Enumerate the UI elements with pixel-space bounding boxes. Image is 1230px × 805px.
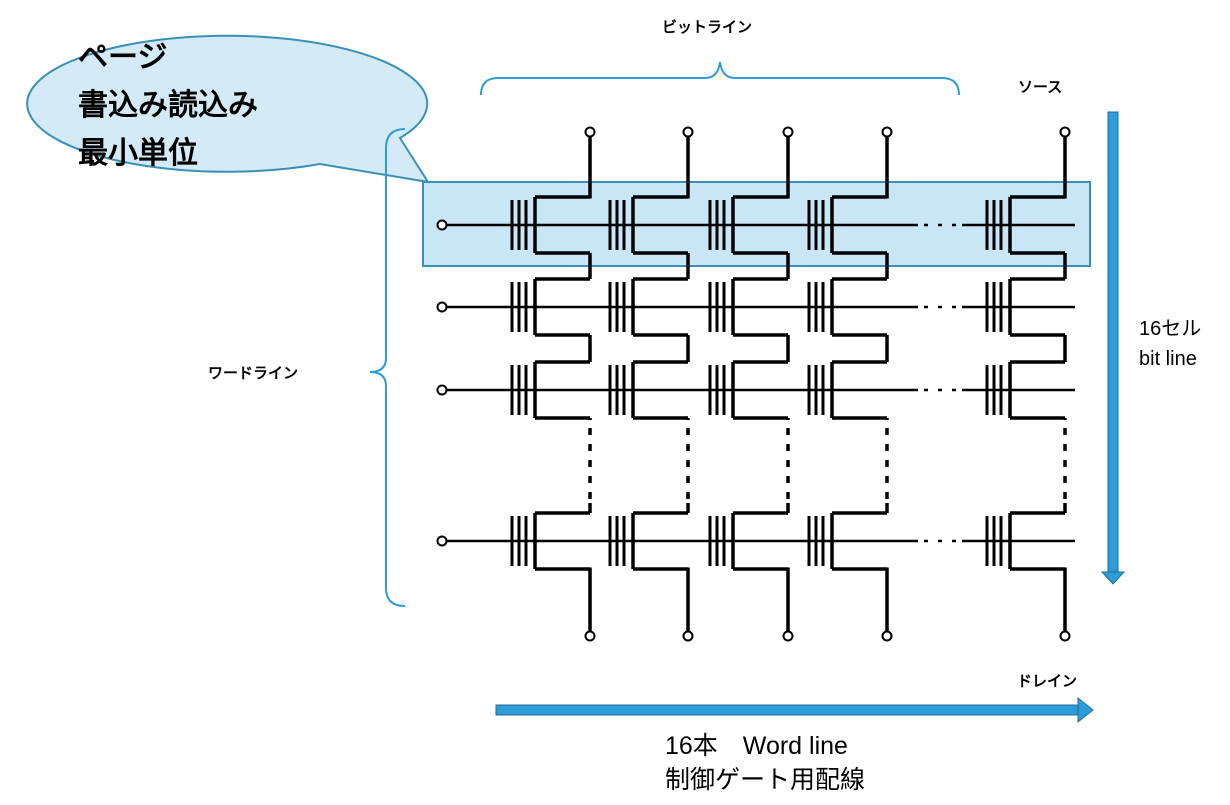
bitline-group-label: ビットライン [662, 18, 753, 36]
bitline-arrow-head [1100, 571, 1126, 585]
source-terminal [881, 126, 893, 138]
wordline-terminal [436, 301, 448, 313]
bitline-arrow-shaft [1107, 111, 1119, 575]
callout-line2: 書込み読込み [78, 88, 258, 123]
wordline-arrow-head [1077, 696, 1094, 724]
drain-label: ドレイン [1017, 672, 1078, 690]
page-callout-bubble [26, 34, 431, 184]
callout-line1: ページ [78, 40, 168, 75]
source-terminal [782, 126, 794, 138]
wordline-terminal [436, 384, 448, 396]
wordline-count-line2: 制御ゲート用配線 [665, 766, 866, 794]
bitline-bracket [480, 61, 960, 96]
drain-terminal [1059, 630, 1071, 642]
wordline-terminal [436, 535, 448, 547]
page-callout-text: ページ 書込み読込み 最小単位 [78, 34, 258, 178]
drain-terminal [584, 630, 596, 642]
source-terminal [1059, 126, 1071, 138]
wordline-count-line1: 16本 Word line [665, 732, 848, 760]
source-terminal [584, 126, 596, 138]
bitline-cells-line1: 16セル [1139, 318, 1202, 340]
source-terminal [682, 126, 694, 138]
wordline-arrow-shaft [495, 704, 1081, 716]
bitline-cells-line2: bit line [1139, 348, 1197, 370]
wordline-bracket [369, 128, 406, 607]
drain-terminal [881, 630, 893, 642]
wordline-group-label: ワードライン [208, 364, 299, 382]
bitline-cells-label: 16セル bit line [1139, 314, 1201, 374]
source-label: ソース [1018, 78, 1063, 96]
drain-terminal [682, 630, 694, 642]
cell-array [436, 126, 1075, 642]
wordline-terminal [436, 219, 448, 231]
callout-line3: 最小単位 [78, 136, 198, 171]
wordline-count-label: 16本 Word line 制御ゲート用配線 [665, 729, 865, 797]
drain-terminal [782, 630, 794, 642]
